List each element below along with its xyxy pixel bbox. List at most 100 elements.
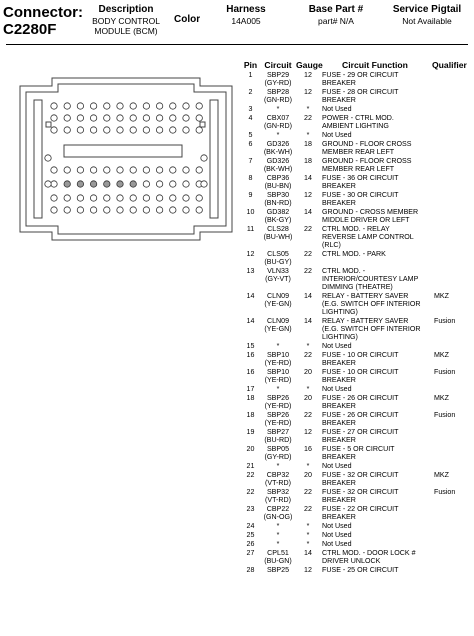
pin-cavity <box>129 206 137 214</box>
pin-cavity <box>182 114 190 122</box>
pin-cavity <box>50 102 58 110</box>
circuit-function-line: BREAKER <box>322 79 356 87</box>
pin-cavity <box>103 114 111 122</box>
circuit-code: * <box>260 462 296 471</box>
pin-cavity <box>156 180 164 188</box>
pin-cavity <box>63 194 71 202</box>
wire-gauge-line: 22 <box>304 250 312 258</box>
wire-gauge-line: 14 <box>304 174 312 182</box>
pin-cavity <box>129 114 137 122</box>
circuit-code-line: CLN09 <box>266 317 290 325</box>
qualifier <box>432 342 474 351</box>
base-part-value: part# N/A <box>318 16 354 26</box>
wire-gauge-line: * <box>306 342 310 350</box>
circuit-function: POWER - CTRL MOD.AMBIENT LIGHTING <box>320 114 432 131</box>
pin-number-line: 4 <box>248 114 253 122</box>
circuit-function-line: CTRL MOD. - <box>322 267 366 275</box>
pin-cavity <box>63 180 71 188</box>
pin-number: 14 <box>241 317 260 342</box>
pin-cavity <box>182 194 190 202</box>
pin-cavity <box>76 126 85 134</box>
pin-number-line: 16 <box>246 351 255 359</box>
circuit-function-line: DIMMING (THEATRE) <box>322 283 393 291</box>
circuit-function-line: GROUND - CROSS MEMBER <box>322 208 419 216</box>
pin-number: 14 <box>241 292 260 317</box>
circuit-code-line: * <box>276 105 280 113</box>
qualifier-line: MKZ <box>434 351 449 359</box>
pin-number: 23 <box>241 505 260 522</box>
circuit-code-line: GD326 <box>266 140 290 148</box>
pin-number-line: 10 <box>246 208 255 216</box>
service-pigtail-column: Service Pigtail Not Available <box>384 4 470 26</box>
pin-cavity <box>169 180 177 188</box>
wire-gauge: * <box>296 342 320 351</box>
circuit-function-line: Not Used <box>322 131 352 139</box>
pin-number-line: 22 <box>246 488 255 496</box>
qualifier <box>432 131 474 140</box>
circuit-function-line: Not Used <box>322 385 352 393</box>
pin-number: 20 <box>241 445 260 462</box>
pin-number: 22 <box>241 471 260 488</box>
connector-face-diagram <box>19 77 233 241</box>
circuit-function-line: Not Used <box>322 105 352 113</box>
description-value-2: MODULE (BCM) <box>94 26 158 36</box>
pin-number-line: 13 <box>246 267 255 275</box>
circuit-function-line: LIGHTING) <box>322 333 358 341</box>
pin-cavity <box>103 126 111 134</box>
circuit-code-line: CLS28 <box>267 225 289 233</box>
circuit-code: GD326(BK-WH) <box>260 157 296 174</box>
circuit-code-line: (BK-WH) <box>263 148 293 156</box>
qualifier <box>432 208 474 225</box>
circuit-code-line: * <box>276 531 280 539</box>
pin-cavity <box>116 166 124 174</box>
circuit-code-line: (YE-RD) <box>264 359 292 367</box>
pin-cavity <box>169 166 177 174</box>
circuit-code-line: SBP28 <box>266 88 290 96</box>
wire-gauge-line: * <box>306 522 310 530</box>
circuit-code-line: SBP10 <box>266 368 290 376</box>
harness-value: 14A005 <box>231 16 261 26</box>
pin-cavity <box>50 206 58 214</box>
wire-gauge-line: 12 <box>304 428 312 436</box>
pin-number: 16 <box>241 368 260 385</box>
wire-gauge-line: 14 <box>304 549 312 557</box>
right-latch-slot <box>209 99 219 219</box>
circuit-code-line: SBP30 <box>266 191 290 199</box>
wire-gauge: 22 <box>296 411 320 428</box>
circuit-code: * <box>260 531 296 540</box>
pin-number: 15 <box>241 342 260 351</box>
pin-cavity <box>50 126 58 134</box>
circuit-code-line: SBP25 <box>266 566 290 574</box>
wire-gauge: * <box>296 105 320 114</box>
pin-cavity <box>63 206 71 214</box>
circuit-code-line: VLN33 <box>267 267 289 275</box>
wire-gauge-line: * <box>306 531 310 539</box>
circuit-code: CBP22(GN-OG) <box>260 505 296 522</box>
qualifier-line: MKZ <box>434 292 449 300</box>
pin-cavity <box>116 126 124 134</box>
connector-outer-outline <box>19 77 233 241</box>
pin-cavity <box>50 166 58 174</box>
pin-cavity <box>63 114 71 122</box>
pin-cavity <box>182 166 190 174</box>
wire-gauge-line: 14 <box>304 292 312 300</box>
circuit-code-line: (BU-GN) <box>264 557 292 565</box>
circuit-code-line: * <box>276 540 280 548</box>
qualifier <box>432 445 474 462</box>
circuit-code: CPL51(BU-GN) <box>260 549 296 566</box>
circuit-code: SBP10(YE-RD) <box>260 351 296 368</box>
circuit-code: CBX07(GN-RD) <box>260 114 296 131</box>
qualifier <box>432 531 474 540</box>
wire-gauge-line: * <box>306 131 310 139</box>
qualifier-line: Fusion <box>434 368 456 376</box>
circuit-code: CLN09(YE-GN) <box>260 292 296 317</box>
